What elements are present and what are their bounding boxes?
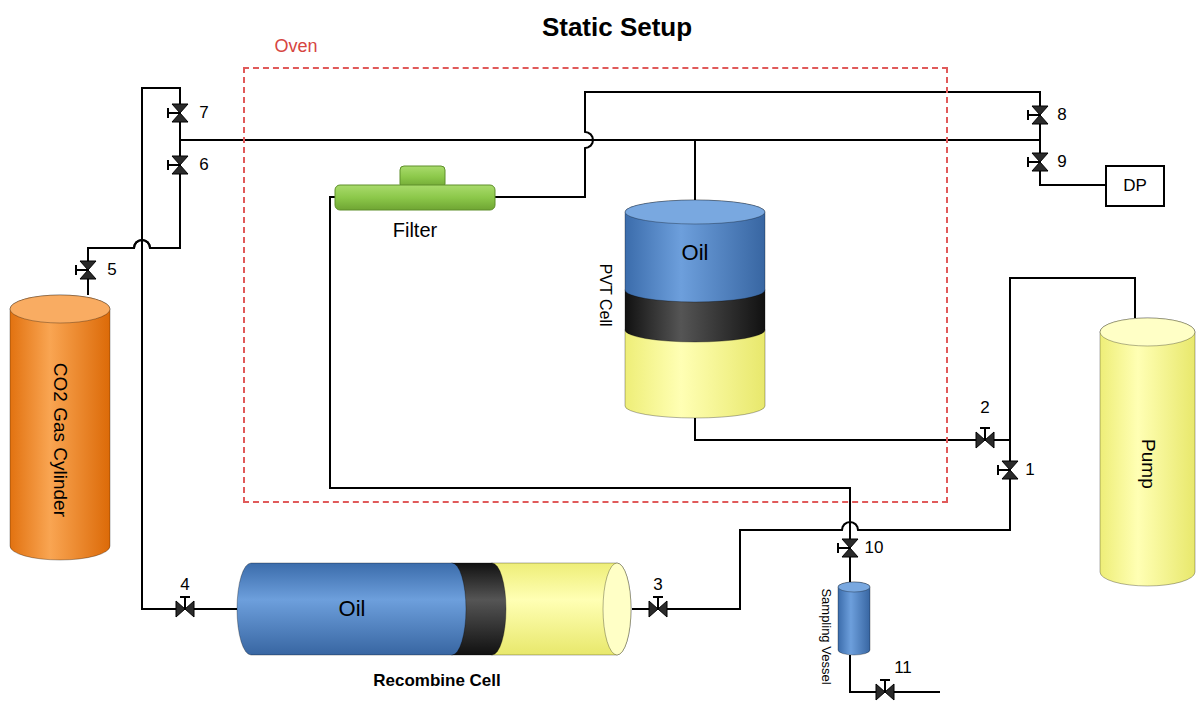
label-wrap: 1 [1025,460,1034,480]
fluid-label: Oil [682,240,709,265]
valve-symbol [1028,153,1048,171]
cylinder-band [625,200,765,302]
text-slot: Recombine Cell [277,666,597,696]
label-wrap: 4 [180,575,189,595]
valve-number: 2 [980,398,989,418]
label-wrap: 10 [865,538,884,558]
valve-symbol [168,104,188,122]
text-slot: Oil [625,228,765,278]
pipe-line [695,140,1105,200]
valve-symbol [976,428,994,448]
pump-label: Pump [1137,439,1159,489]
cylinder-top [1100,318,1195,346]
valve-symbol [168,156,188,174]
recombine-cell: OilRecombine Cell [237,563,632,698]
pipe-line [330,197,850,582]
valve-number: 3 [653,575,662,595]
text-slot: Sampling Vessel [812,575,838,697]
label-wrap: 8 [1057,105,1066,125]
dp-box: DP [1105,165,1165,207]
cylinder-band [10,295,110,560]
cylinder-top [625,200,765,224]
pump: Pump [1100,318,1195,586]
gas-cylinder: CO2 Gas Cylinder [10,295,110,560]
filter-unit: Filter [335,160,495,245]
label-wrap: 6 [199,155,208,175]
cylinder-label: CO2 Gas Cylinder [49,363,71,517]
vessel-label: Sampling Vessel [818,588,833,684]
valve-symbol [76,261,96,279]
label-wrap: 2 [980,398,989,418]
label-wrap: 3 [653,575,662,595]
valve-symbol [838,539,858,557]
label-wrap: 5 [107,260,116,280]
cell-label: PVT Cell [595,264,613,327]
valve-number: 1 [1025,460,1034,480]
pipe-line [495,92,1105,197]
valve-number: 7 [199,103,208,123]
valve-number: 11 [894,658,912,678]
valve-symbol [649,597,667,617]
valve-number: 5 [107,260,116,280]
valve-symbol [876,680,894,700]
text-slot: PVT Cell [585,240,623,350]
label-wrap: 11 [894,658,912,678]
pvt-cell: OilPVT Cell [585,200,770,418]
label-wrap: 7 [199,103,208,123]
cylinder-top [838,582,870,592]
cylinder-band [237,563,466,655]
valve-number: 9 [1057,152,1066,172]
valve-symbol [176,597,194,617]
text-slot: Filter [335,216,495,245]
label-wrap: 9 [1057,152,1066,172]
valve-number: 10 [865,538,884,558]
sampling-vessel: Sampling Vessel [812,575,874,697]
text-slot: DP [1105,165,1165,207]
gauge-label: DP [1123,176,1147,196]
cylinder-band [1100,318,1195,586]
cell-label: Recombine Cell [373,671,501,691]
valve-symbol [998,461,1018,479]
oven-region: OvenFilterOilPVT Cell [243,67,948,503]
fluid-label: Oil [339,596,366,621]
valve-number: 4 [180,575,189,595]
title-wrap: Static Setup [542,13,692,43]
valve-symbol [1028,106,1048,124]
drain-line [850,655,940,692]
text-slot: Pump [1100,346,1195,581]
cylinder-band [838,582,870,655]
cylinder-top [10,295,110,323]
text-slot: Oven [251,31,341,61]
valve-number: 6 [199,155,208,175]
text-slot: CO2 Gas Cylinder [10,325,110,555]
region-label: Oven [274,36,317,57]
diagram-title: Static Setup [542,13,692,43]
filter-body [335,185,495,210]
valve-number: 8 [1057,105,1066,125]
filter-label: Filter [393,219,437,242]
cylinder-end [603,563,631,655]
text-slot: Oil [257,583,447,635]
